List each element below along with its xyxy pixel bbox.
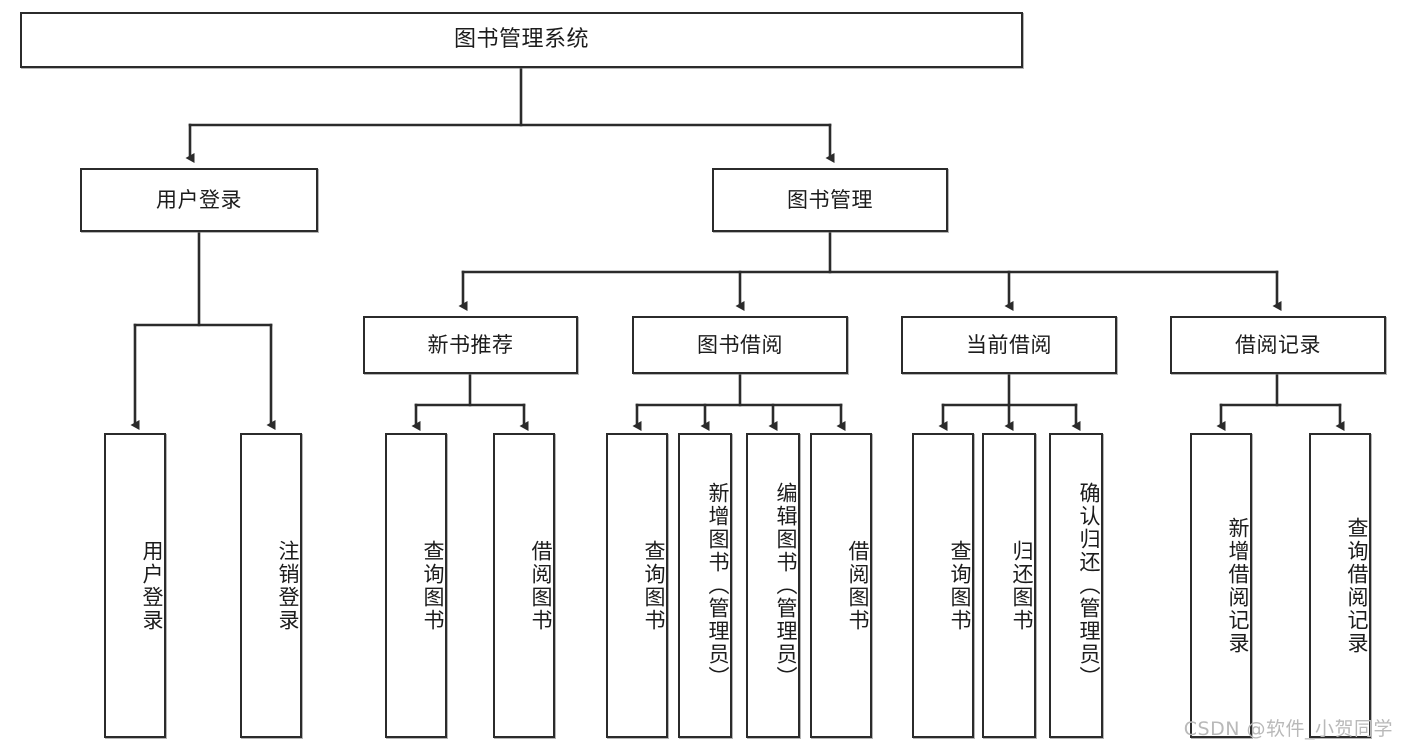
node-label: 借阅记录: [1235, 332, 1321, 357]
node-label: 查询图书: [421, 539, 445, 632]
node-label: 编辑图书（管理员）: [774, 482, 798, 689]
node-book-manage[interactable]: 图书管理: [712, 168, 948, 232]
node-new-book-recommend[interactable]: 新书推荐: [363, 316, 578, 374]
leaf-query-record[interactable]: 查询借阅记录: [1309, 433, 1371, 738]
node-current-borrow[interactable]: 当前借阅: [901, 316, 1117, 374]
node-label: 图书管理系统: [453, 27, 589, 53]
leaf-borrow-book-1[interactable]: 借阅图书: [493, 433, 555, 738]
node-label: 查询图书: [642, 539, 666, 632]
node-label: 用户登录: [140, 539, 164, 632]
node-label: 查询借阅记录: [1345, 516, 1369, 655]
node-book-borrow[interactable]: 图书借阅: [632, 316, 848, 374]
leaf-add-book[interactable]: 新增图书（管理员）: [678, 433, 732, 738]
node-label: 当前借阅: [966, 332, 1052, 357]
leaf-query-book-1[interactable]: 查询图书: [385, 433, 447, 738]
leaf-query-book-3[interactable]: 查询图书: [912, 433, 974, 738]
node-label: 新书推荐: [427, 332, 514, 357]
leaf-confirm-return[interactable]: 确认归还（管理员）: [1049, 433, 1103, 738]
node-label: 归还图书: [1010, 539, 1034, 632]
leaf-logout-login[interactable]: 注销登录: [240, 433, 302, 738]
node-borrow-record[interactable]: 借阅记录: [1170, 316, 1386, 374]
node-label: 新增图书（管理员）: [706, 482, 730, 689]
node-root-system[interactable]: 图书管理系统: [20, 12, 1023, 68]
leaf-user-login[interactable]: 用户登录: [104, 433, 166, 738]
node-label: 图书借阅: [697, 332, 783, 357]
node-label: 借阅图书: [529, 539, 553, 632]
node-label: 用户登录: [156, 187, 242, 212]
leaf-borrow-book-2[interactable]: 借阅图书: [810, 433, 872, 738]
node-user-login[interactable]: 用户登录: [80, 168, 318, 232]
node-label: 注销登录: [276, 539, 300, 632]
node-label: 新增借阅记录: [1226, 516, 1250, 655]
node-label: 确认归还（管理员）: [1077, 482, 1101, 689]
leaf-edit-book[interactable]: 编辑图书（管理员）: [746, 433, 800, 738]
node-label: 图书管理: [787, 187, 873, 212]
node-label: 查询图书: [948, 539, 972, 632]
leaf-return-book[interactable]: 归还图书: [982, 433, 1036, 738]
node-label: 借阅图书: [846, 539, 870, 632]
leaf-query-book-2[interactable]: 查询图书: [606, 433, 668, 738]
leaf-add-record[interactable]: 新增借阅记录: [1190, 433, 1252, 738]
watermark-text: CSDN @软件_小贺同学: [1183, 718, 1393, 740]
